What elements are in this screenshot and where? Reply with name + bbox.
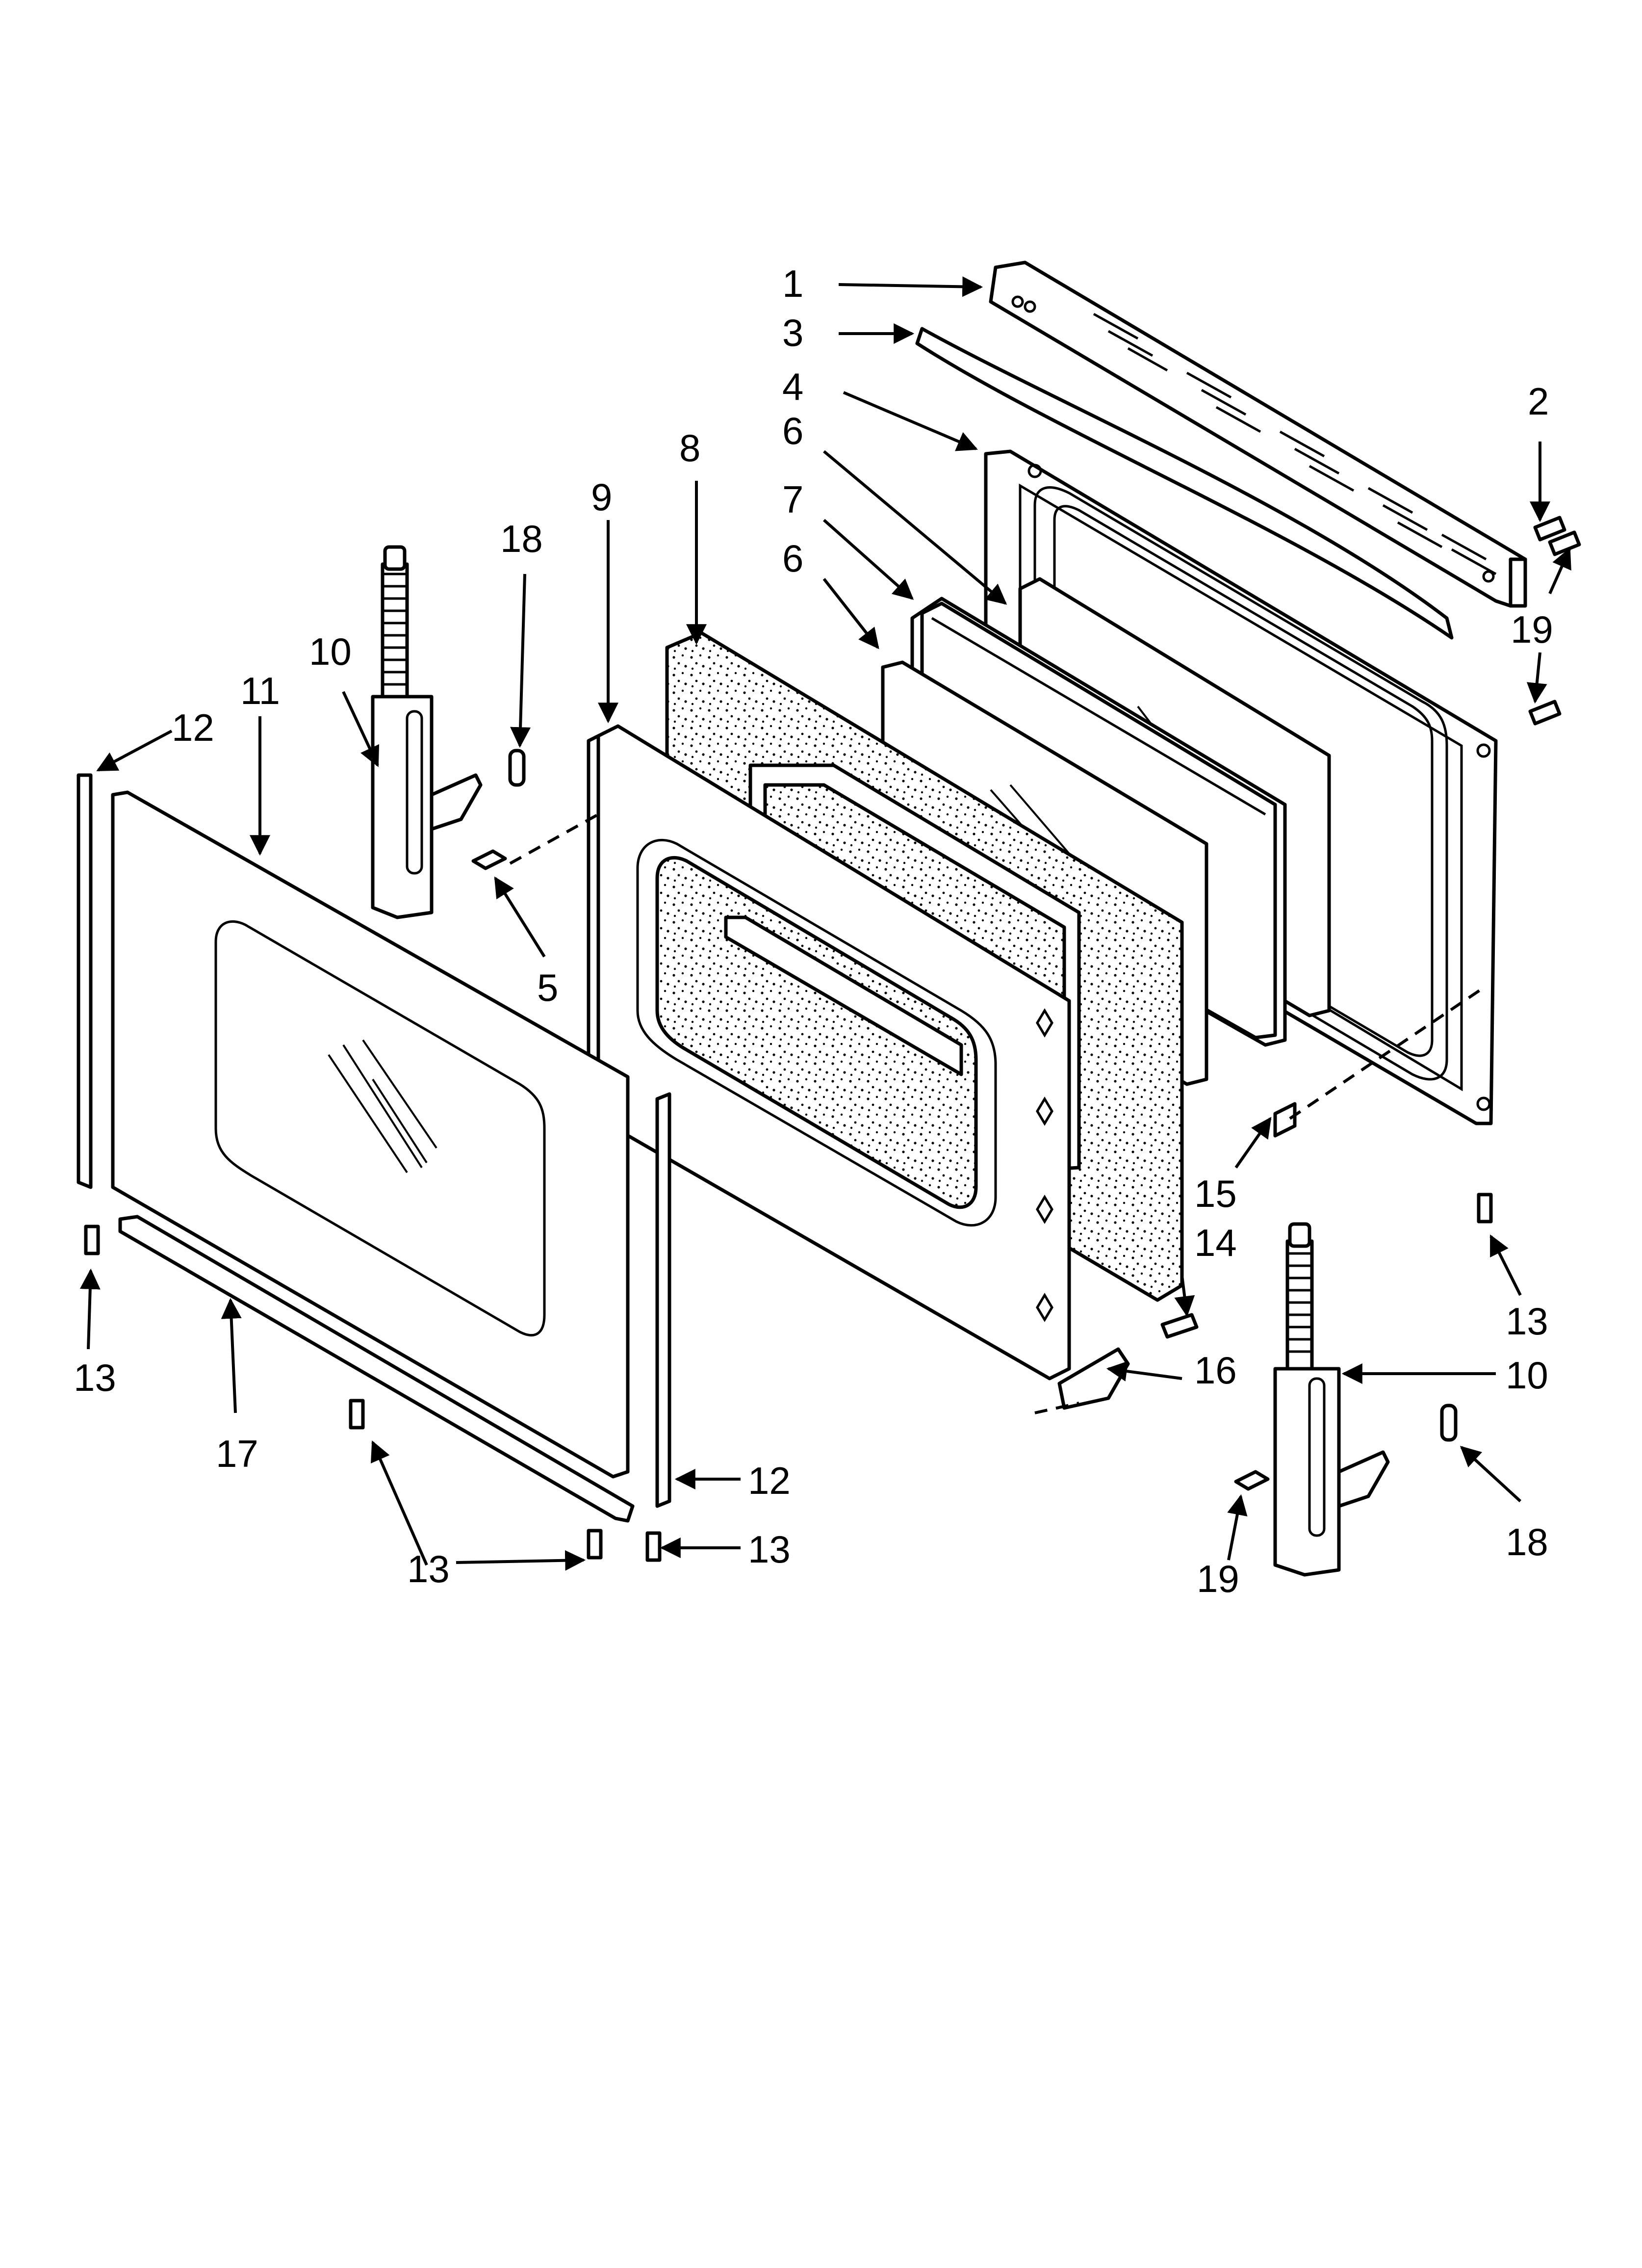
screw-5 bbox=[471, 849, 507, 870]
hinge-right bbox=[1273, 1222, 1390, 1577]
callout-14: 14 bbox=[1194, 1221, 1237, 1264]
screw-19b bbox=[1528, 700, 1562, 726]
callout-11: 11 bbox=[240, 669, 280, 712]
callout-12a: 12 bbox=[172, 706, 214, 749]
callout-5: 5 bbox=[537, 966, 558, 1009]
screw-14 bbox=[1160, 1313, 1199, 1339]
callout-16: 16 bbox=[1194, 1349, 1237, 1392]
callout-6a: 6 bbox=[782, 409, 803, 452]
callout-13d: 13 bbox=[407, 1547, 450, 1590]
left-side-trim bbox=[77, 773, 93, 1189]
screw-13b bbox=[1477, 1193, 1493, 1224]
callout-13a: 13 bbox=[74, 1356, 116, 1399]
callout-8: 8 bbox=[679, 426, 700, 469]
clip-18-right bbox=[1440, 1404, 1458, 1442]
screw-13a bbox=[84, 1225, 100, 1255]
screw-13d bbox=[587, 1529, 603, 1560]
callout-19a: 19 bbox=[1511, 608, 1553, 651]
callout-labels: 1 3 4 2 6 8 9 18 7 6 19 10 11 12 5 15 13… bbox=[74, 262, 1553, 1600]
callout-4: 4 bbox=[782, 365, 803, 408]
alignment-line-hinge-left bbox=[509, 813, 599, 865]
callout-19b: 19 bbox=[1197, 1557, 1239, 1600]
clip-18-left bbox=[508, 749, 526, 787]
screw-2 bbox=[1533, 516, 1566, 542]
hinge-left bbox=[371, 545, 483, 919]
callout-18b: 18 bbox=[1506, 1520, 1548, 1564]
leader-lines bbox=[79, 276, 1571, 1571]
right-side-trim bbox=[655, 1092, 671, 1508]
alignment-line-clip bbox=[1289, 985, 1487, 1120]
screw-13e bbox=[645, 1531, 662, 1562]
clip-15 bbox=[1273, 1102, 1297, 1138]
callout-9: 9 bbox=[591, 475, 612, 519]
callout-6b: 6 bbox=[782, 537, 803, 580]
alignment-line-bracket bbox=[1034, 1402, 1079, 1414]
callout-10b: 10 bbox=[1506, 1354, 1548, 1397]
callout-13b: 13 bbox=[1506, 1300, 1548, 1343]
vent-panel bbox=[989, 261, 1527, 608]
callout-15: 15 bbox=[1194, 1172, 1237, 1215]
outer-door-panel bbox=[111, 790, 630, 1479]
callout-10a: 10 bbox=[309, 630, 352, 673]
outer-door-frame bbox=[587, 724, 1071, 1381]
callout-2: 2 bbox=[1528, 380, 1549, 423]
callout-3: 3 bbox=[782, 311, 803, 354]
handle-trim bbox=[915, 327, 1454, 640]
screw-13c bbox=[349, 1399, 365, 1430]
callout-13c: 13 bbox=[748, 1528, 791, 1571]
callout-12b: 12 bbox=[748, 1459, 791, 1502]
callout-17: 17 bbox=[216, 1432, 258, 1475]
callout-18a: 18 bbox=[500, 517, 543, 560]
callout-1: 1 bbox=[782, 262, 803, 305]
callout-7: 7 bbox=[782, 478, 803, 521]
screw-19c bbox=[1234, 1470, 1270, 1491]
bottom-trim bbox=[118, 1215, 635, 1523]
